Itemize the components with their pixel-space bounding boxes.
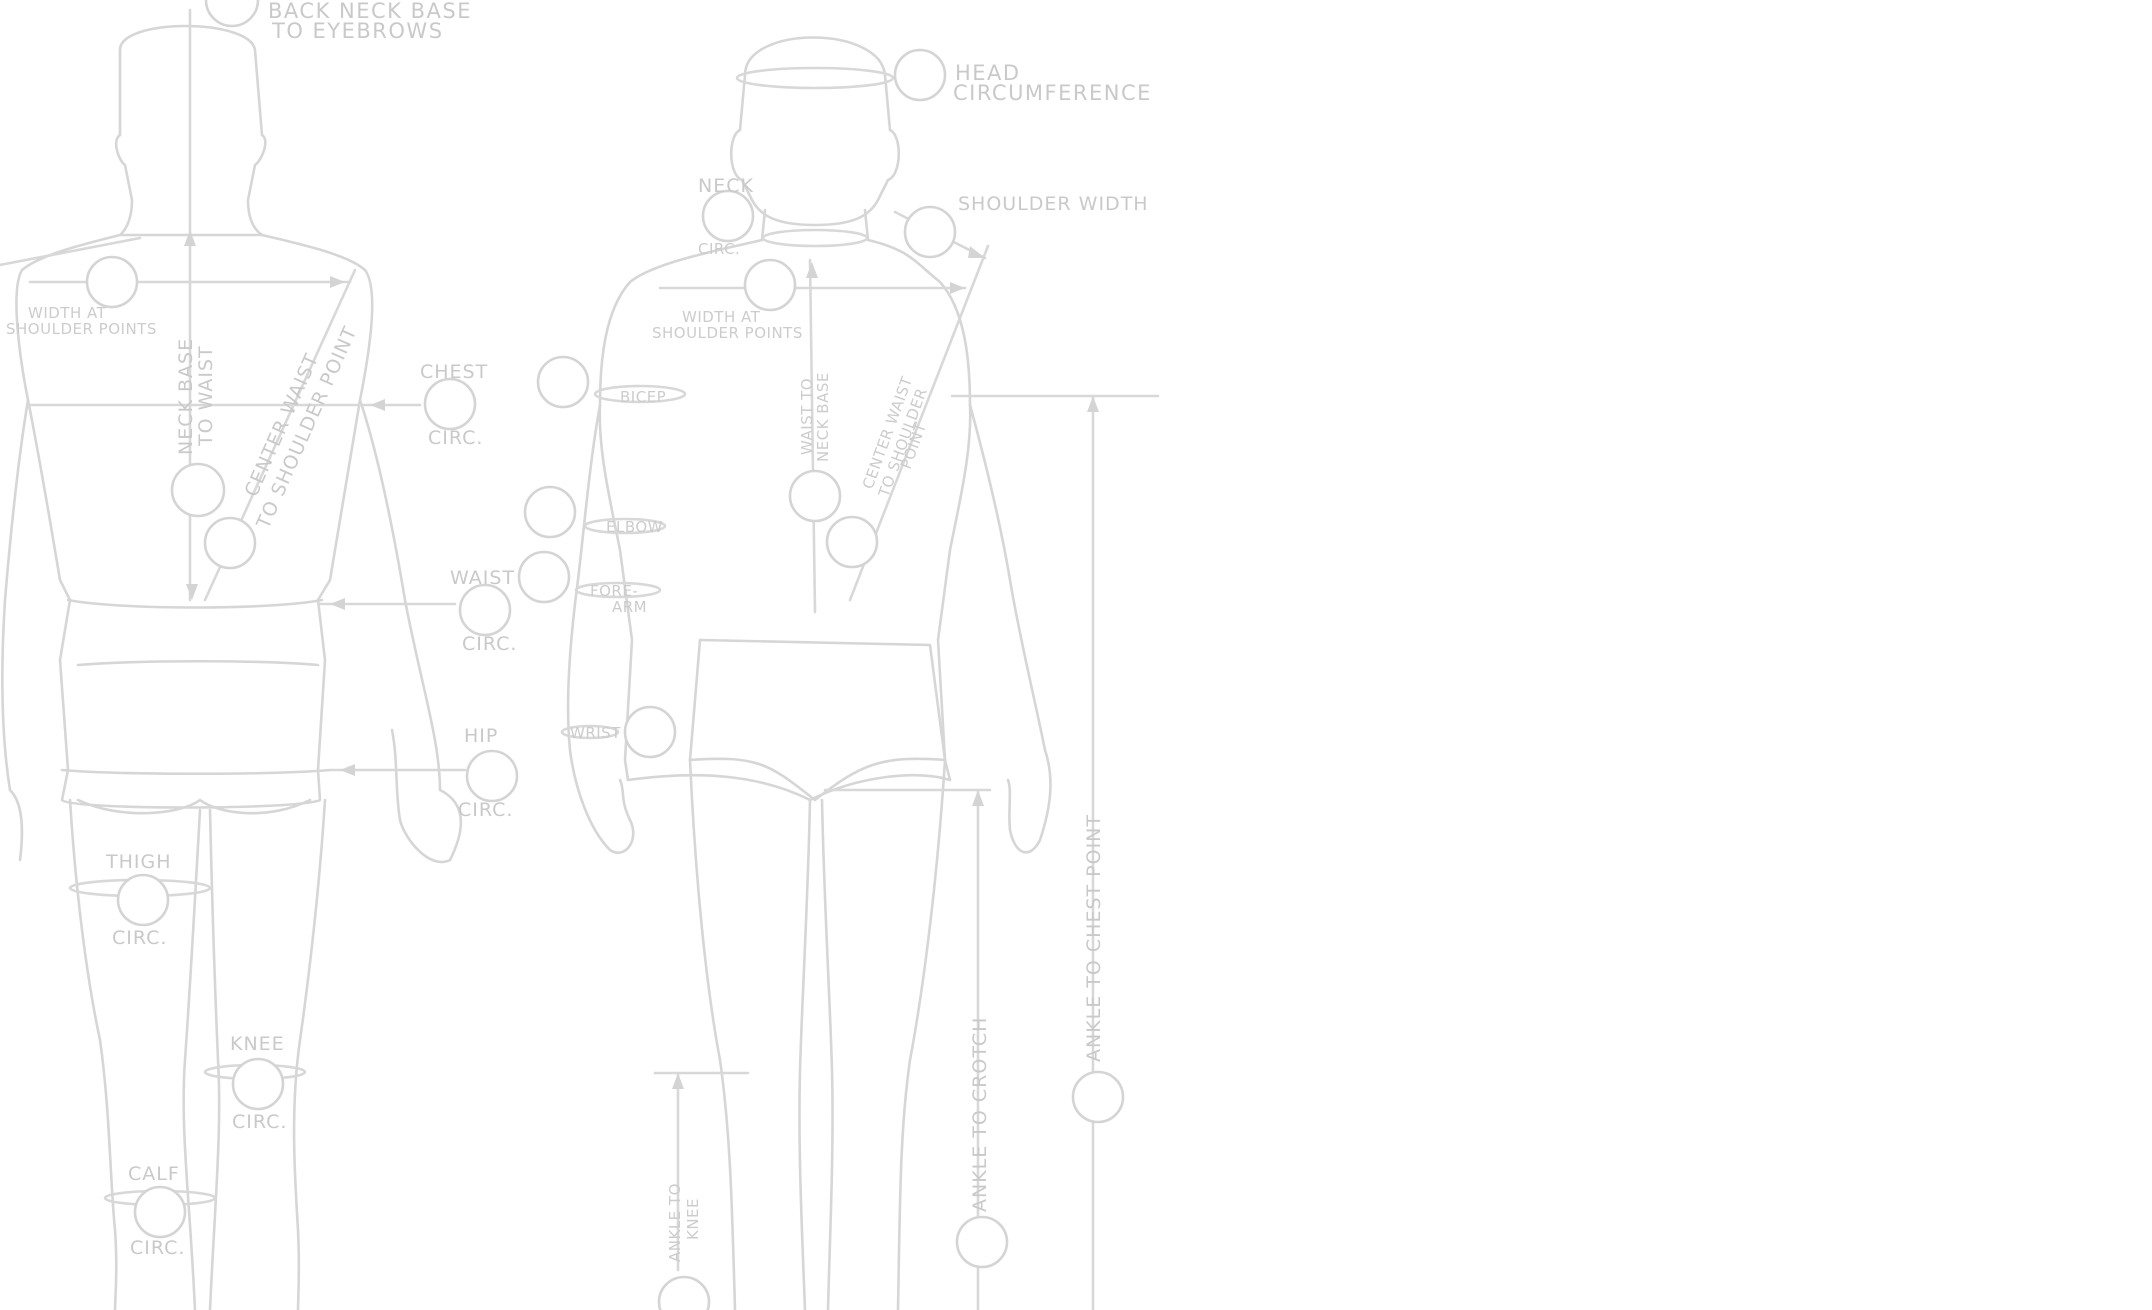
ankle-knee-arrow (672, 1073, 684, 1089)
label-neck: NECK (698, 175, 754, 197)
front-width-arrowhead (950, 282, 965, 294)
ring-hip (467, 751, 517, 801)
ring-ankle-chest (1073, 1072, 1123, 1122)
ring-wrist (625, 707, 675, 757)
label-calf: CALF (128, 1163, 180, 1185)
ring-knee (233, 1059, 283, 1109)
ankle-chest-arrow (1087, 396, 1099, 412)
ring-shoulder-width (905, 207, 955, 257)
label-elbow: ELBOW (606, 518, 663, 536)
label-waist-circ: CIRC. (462, 633, 517, 655)
back-waistband-top (68, 600, 322, 608)
label-wrist: WRIST (570, 724, 621, 742)
ring-neck-base-waist (172, 464, 224, 516)
front-right-leg-outer (898, 760, 945, 1310)
label-thigh: THIGH (105, 851, 172, 873)
waist-neck-arrow (806, 262, 818, 278)
back-left-leg-inner (184, 810, 200, 1310)
label-ankle-knee-2: KNEE (684, 1198, 702, 1240)
back-chest-arrow (370, 399, 385, 411)
front-measure-lines (562, 68, 1158, 1310)
label-neck-circ: CIRC. (698, 240, 740, 258)
back-neck-arrow (184, 230, 196, 246)
ring-thigh (118, 875, 168, 925)
back-rings (87, 0, 517, 1237)
label-knee-circ: CIRC. (232, 1111, 287, 1133)
label-waist-neck-2: NECK BASE (814, 372, 832, 462)
ring-waist (460, 585, 510, 635)
head-band (737, 68, 893, 88)
front-right-arm (970, 405, 1050, 852)
label-chest-circ: CIRC. (428, 427, 483, 449)
label-bicep: BICEP (620, 388, 666, 406)
front-shorts-left (690, 640, 700, 760)
ring-ankle-crotch (957, 1217, 1007, 1267)
back-hip-leader-arrow (340, 764, 355, 776)
ring-forearm (519, 552, 569, 602)
label-chest: CHEST (420, 361, 488, 383)
label-waist: WAIST (450, 567, 515, 589)
ring-chest (425, 379, 475, 429)
back-waist-leader-arrow (330, 598, 345, 610)
front-head (731, 38, 899, 226)
label-shoulder-width: SHOULDER WIDTH (958, 193, 1149, 215)
label-hip-circ: CIRC. (458, 799, 513, 821)
ring-bicep (538, 357, 588, 407)
label-ankle-crotch: ANKLE TO CROTCH (969, 1017, 991, 1212)
ring-front-center-waist (827, 517, 877, 567)
back-left-leg-outer (70, 800, 116, 1310)
front-shorts-bottom (690, 759, 945, 800)
shoulder-width-arrowhead (968, 246, 985, 258)
label-front-width-2: SHOULDER POINTS (652, 324, 803, 342)
back-right-leg-outer (294, 800, 325, 1310)
front-left-arm (568, 405, 633, 853)
back-waist-arrow (186, 584, 198, 600)
label-neck-base-1: NECK BASE (175, 338, 197, 455)
ring-neck (703, 191, 753, 241)
back-right-arm (360, 400, 461, 862)
back-shoulder-arrow (330, 276, 345, 288)
back-hipline (62, 770, 330, 774)
ring-waist-neck (790, 471, 840, 521)
back-left-arm (2, 400, 28, 860)
label-back-width-2: SHOULDER POINTS (6, 320, 157, 338)
label-ankle-chest: ANKLE TO CHEST POINT (1083, 814, 1105, 1062)
ring-back-width (87, 257, 137, 307)
label-calf-circ: CIRC. (130, 1237, 185, 1259)
back-right-leg-inner (210, 810, 219, 1310)
ring-front-width (745, 260, 795, 310)
label-thigh-circ: CIRC. (112, 927, 167, 949)
ring-ankle-knee (659, 1277, 709, 1310)
front-left-leg-inner (799, 800, 810, 1310)
ankle-crotch-arrow (972, 790, 984, 806)
front-rings (519, 50, 1123, 1310)
ring-head (895, 50, 945, 100)
label-hip: HIP (464, 725, 498, 747)
ring-calf (135, 1187, 185, 1237)
back-waistband-bottom (78, 661, 318, 665)
label-neck-base-2: TO WAIST (195, 345, 217, 447)
label-knee: KNEE (230, 1033, 285, 1055)
label-head-2: CIRCUMFERENCE (953, 81, 1152, 105)
front-shorts-top (700, 640, 945, 760)
ring-center-waist (205, 518, 255, 568)
front-right-leg-inner (822, 800, 833, 1310)
ring-elbow (525, 487, 575, 537)
label-forearm-2: ARM (612, 598, 647, 616)
neck-band (763, 230, 867, 246)
ring-back-neck-base (206, 0, 258, 26)
label-ankle-knee-1: ANKLE TO (666, 1183, 684, 1262)
label-back-neck-base-2: TO EYEBROWS (271, 19, 444, 43)
